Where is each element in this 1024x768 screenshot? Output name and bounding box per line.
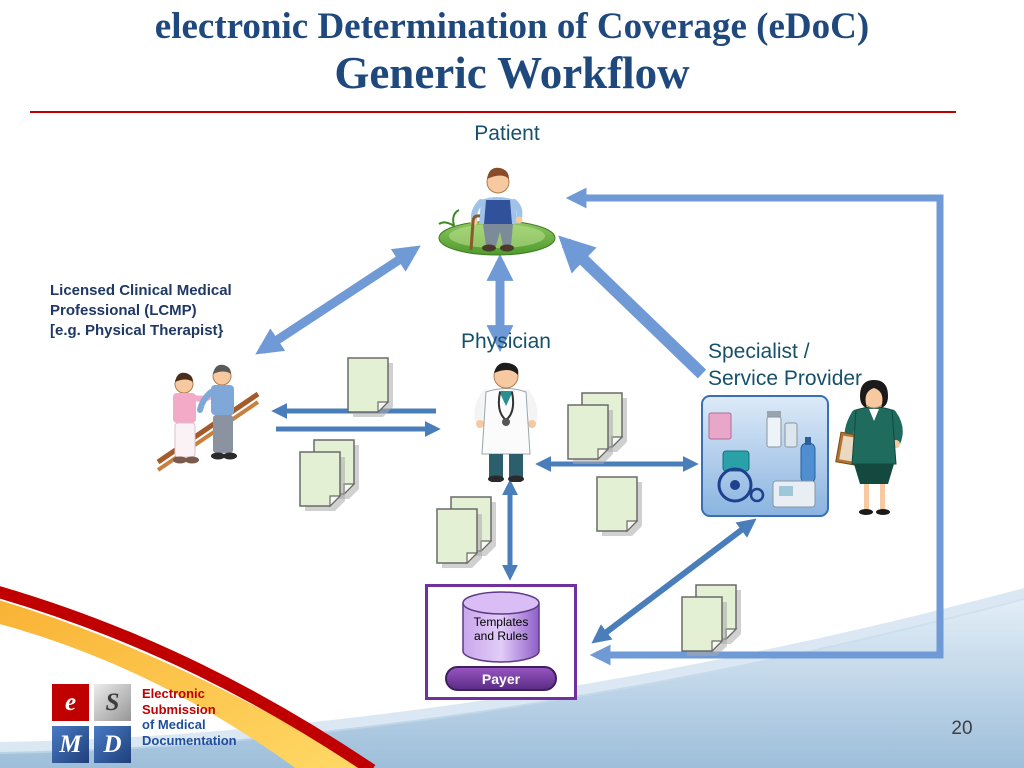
patient-illustration (438, 167, 556, 256)
lcmp-illustration (156, 364, 260, 472)
specialist-equipment-illustration (701, 395, 829, 517)
arrow-lcmp-patient (255, 245, 421, 355)
document-stack-icon (681, 584, 742, 657)
document-stack-icon (436, 496, 497, 569)
templates-rules-label: Templates and Rules (473, 615, 529, 643)
payer-banner: Payer (445, 666, 557, 691)
logo-square-m: M (52, 726, 89, 763)
title-divider-line (30, 111, 956, 113)
title-line1: electronic Determination of Coverage (eD… (154, 6, 870, 47)
therapist-figure (173, 372, 215, 464)
title-line2: Generic Workflow (334, 48, 690, 99)
page-number: 20 (951, 718, 973, 739)
specialist-label: Specialist / Service Provider (708, 340, 863, 390)
document-icon (595, 475, 647, 541)
templates-rules-database: Templates and Rules (451, 590, 551, 666)
database-cylinder-icon (462, 591, 540, 663)
document-stack-icon (299, 439, 360, 512)
arrow-specialist-payer (591, 518, 757, 644)
logo-square-d: D (94, 726, 131, 763)
physician-illustration (474, 362, 538, 482)
payer-node: Templates and Rules Payer (425, 584, 577, 700)
logo-square-s: S (94, 684, 131, 721)
esmd-logo: e S M D (52, 684, 132, 763)
therapy-patient-figure (197, 364, 237, 460)
slide-title: electronic Determination of Coverage (eD… (0, 4, 1024, 98)
logo-square-e: e (52, 684, 89, 721)
lcmp-label: Licensed Clinical Medical Professional (… (50, 282, 232, 339)
arrow-specialist-patient (558, 235, 707, 379)
esmd-logo-text: Electronic Submission of Medical Documen… (142, 686, 237, 748)
physician-label: Physician (461, 330, 551, 353)
patient-label: Patient (474, 122, 540, 145)
arrow-payer-patient-loop (565, 187, 944, 666)
document-icon (346, 356, 398, 422)
specialist-person-illustration (835, 380, 903, 515)
document-stack-icon (567, 392, 628, 465)
